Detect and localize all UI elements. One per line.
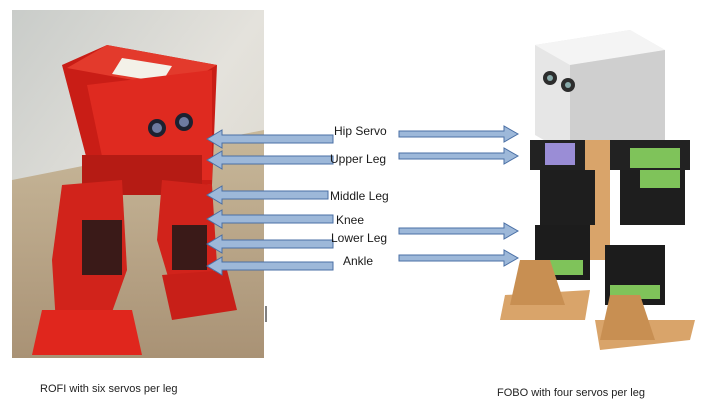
arrow-knee-left [206,209,334,229]
arrow-hip-servo-left [206,129,334,149]
label-ankle: Ankle [343,254,374,268]
caption-fobo: FOBO with four servos per leg [497,387,645,399]
rofi-robot-photo [12,10,264,358]
arrow-middle-leg-left [206,185,329,205]
arrow-lower-leg-right [398,222,520,240]
label-knee: Knee [336,213,365,227]
fobo-robot-render [490,20,705,370]
arrow-ankle-right [398,249,520,267]
arrow-hip-servo-right [398,125,520,143]
caption-rofi: ROFI with six servos per leg [40,383,178,395]
arrow-ankle-left [206,256,334,276]
label-hip-servo: Hip Servo [334,124,387,138]
arrow-upper-leg-right [398,147,520,165]
label-upper-leg: Upper Leg [330,152,387,166]
label-middle-leg: Middle Leg [330,189,389,203]
fobo-robot-image [490,20,705,370]
label-lower-leg: Lower Leg [331,231,388,245]
arrow-upper-leg-left [206,150,334,170]
rofi-robot-image [12,10,264,358]
arrow-lower-leg-left [206,234,334,254]
